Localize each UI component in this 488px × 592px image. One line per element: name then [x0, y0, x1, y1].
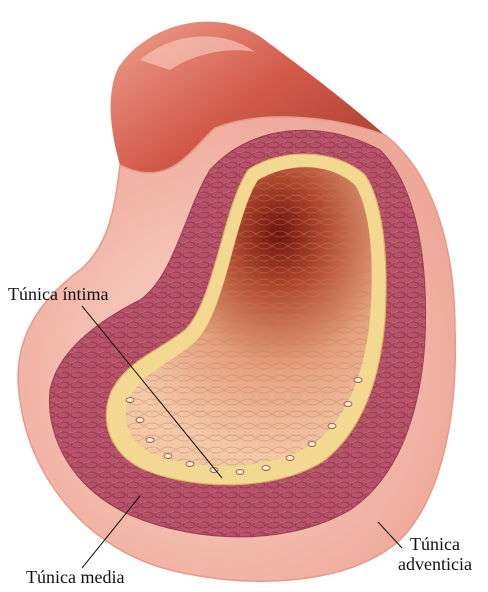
label-tunica-intima: Túnica íntima [8, 285, 108, 305]
label-tunica-adventicia-line1: Túnica [398, 535, 472, 555]
label-tunica-media: Túnica media [26, 568, 124, 588]
label-tunica-adventicia-line2: adventicia [398, 555, 472, 575]
label-tunica-adventicia: Túnica adventicia [398, 535, 472, 575]
